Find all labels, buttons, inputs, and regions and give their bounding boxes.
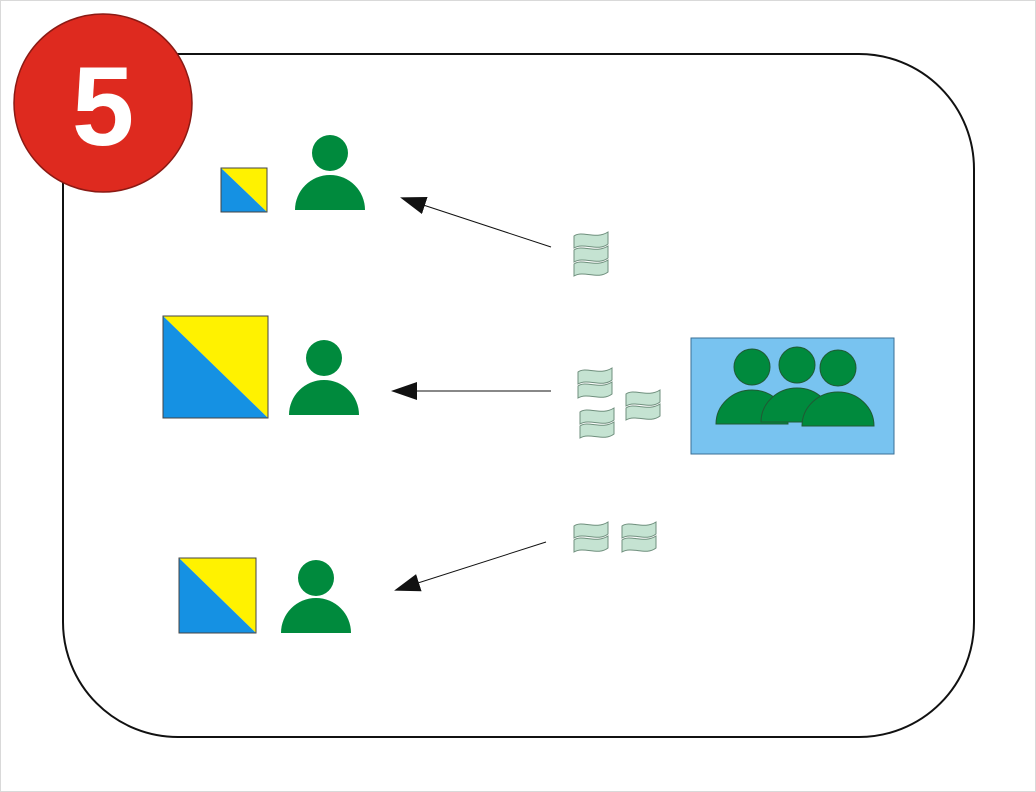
person-icon [289,340,359,415]
banknote-icon [573,231,609,277]
person-icon [281,560,351,633]
arrow-left-icon [394,541,547,592]
split-square-icon [220,167,268,213]
badge-number: 5 [72,44,134,169]
group-icon [690,337,895,455]
arrow-left-icon [400,196,552,248]
split-square-icon [178,557,257,634]
split-square-icon [162,315,269,419]
banknote-icon [573,521,657,553]
person-icon [295,135,365,210]
banknote-icon [577,367,661,439]
step-badge: 5 [13,13,193,193]
frame [62,53,975,738]
